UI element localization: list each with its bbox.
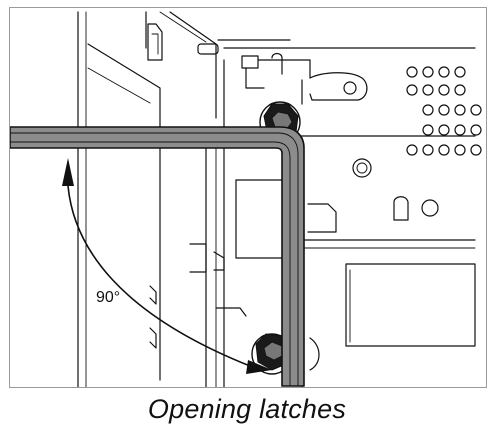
latch-illustration: 90° [9, 7, 487, 388]
figure-caption: Opening latches [147, 394, 347, 424]
door-panel [77, 11, 225, 387]
vent-holes [406, 66, 482, 156]
angle-label: 90° [96, 289, 120, 306]
hinge-assembly [197, 39, 476, 105]
curved-arrow-icon [62, 158, 272, 374]
allen-key-icon [10, 126, 305, 387]
chassis-panel [189, 135, 476, 387]
